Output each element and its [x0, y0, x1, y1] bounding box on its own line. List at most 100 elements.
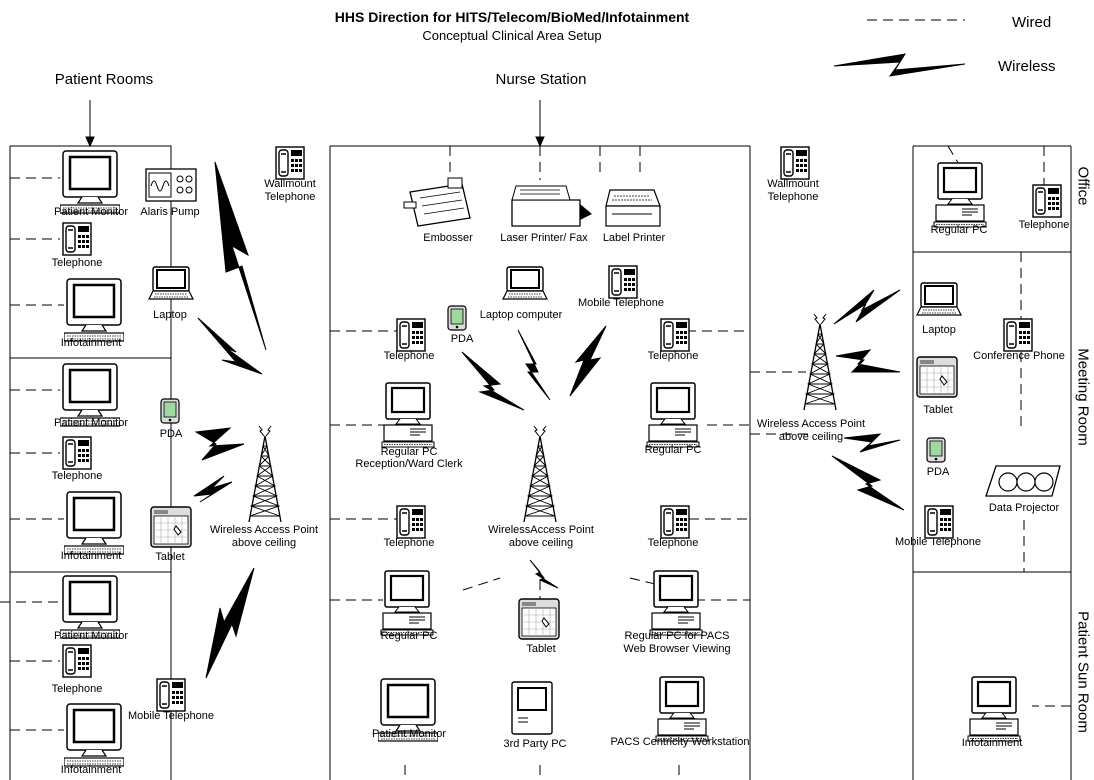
- device-label: Infotainment: [961, 737, 1023, 749]
- monitor-icon: [64, 491, 124, 555]
- device-label: Data Projector: [988, 502, 1060, 514]
- telephone-icon: [608, 265, 638, 299]
- area-boundaries: [9, 145, 1072, 780]
- device-label: Infotainment: [60, 550, 122, 562]
- device-label: Telephone: [264, 191, 316, 203]
- embosser-icon: [403, 177, 471, 227]
- telephone-icon: [156, 678, 186, 712]
- monitor-icon: [60, 575, 120, 639]
- label-printer-icon: [605, 189, 661, 227]
- device-label: Wallmount: [264, 178, 316, 190]
- area-label-nurse-station: Nurse Station: [495, 71, 587, 88]
- device-label: Infotainment: [60, 337, 122, 349]
- device-label: Tablet: [155, 551, 185, 563]
- device-label: Telephone: [647, 350, 699, 362]
- wireless-links: [193, 53, 966, 679]
- telephone-icon: [396, 505, 426, 539]
- area-label-patient-sun-room: Patient Sun Room: [1074, 611, 1092, 733]
- telephone-icon: [660, 505, 690, 539]
- laptop-icon: [916, 282, 962, 316]
- desktop-pc-icon: [645, 382, 701, 448]
- pda-icon: [926, 437, 946, 463]
- telephone-icon: [1003, 318, 1033, 352]
- monitor-icon: [60, 150, 120, 214]
- antenna-tower-icon: [523, 425, 557, 523]
- device-label: Regular PC: [930, 224, 988, 236]
- area-label-meeting-room: Meeting Room: [1074, 348, 1092, 446]
- telephone-icon: [62, 222, 92, 256]
- telephone-icon: [660, 318, 690, 352]
- device-label: Alaris Pump: [140, 206, 200, 218]
- desktop-pc-icon: [379, 570, 435, 636]
- device-label: Patient Monitor: [54, 630, 128, 642]
- device-label: Tablet: [526, 643, 556, 655]
- patient-rooms-boundary: [9, 145, 172, 780]
- device-label: WirelessAccess Point: [488, 524, 594, 536]
- antenna-tower-icon: [248, 425, 282, 523]
- pda-icon: [447, 305, 467, 331]
- telephone-icon: [396, 318, 426, 352]
- tablet-icon: [916, 356, 958, 398]
- device-label: Embosser: [423, 232, 473, 244]
- telephone-icon: [780, 146, 810, 180]
- area-label-patient-rooms: Patient Rooms: [54, 71, 154, 88]
- legend-wireless-label: Wireless: [998, 58, 1056, 75]
- left-corridor-devices: [145, 146, 305, 712]
- antenna-tower-icon: [803, 313, 837, 411]
- area-pointer-arrows: [85, 100, 545, 148]
- device-label: Telephone: [51, 470, 103, 482]
- device-label: above ceiling: [508, 537, 574, 549]
- desktop-pc-icon: [380, 382, 436, 448]
- legend-wired-label: Wired: [1012, 14, 1052, 31]
- telephone-icon: [62, 436, 92, 470]
- device-label: Regular PC: [644, 444, 702, 456]
- wired-connections: [0, 19, 1071, 780]
- device-label: Telephone: [51, 257, 103, 269]
- right-rooms-devices: [916, 162, 1062, 742]
- device-label: Telephone: [51, 683, 103, 695]
- device-label: Telephone: [767, 191, 819, 203]
- diagram-title: HHS Direction for HITS/Telecom/BioMed/In…: [334, 9, 690, 25]
- device-label: PDA: [926, 466, 950, 478]
- device-label: 3rd Party PC: [503, 738, 567, 750]
- device-label: above ceiling: [231, 537, 297, 549]
- infusion-pump-icon: [145, 168, 197, 202]
- desktop-pc-icon: [654, 676, 710, 742]
- desktop-pc-icon: [648, 570, 704, 636]
- device-label: Patient Monitor: [54, 417, 128, 429]
- pda-icon: [160, 398, 180, 424]
- patient-rooms-devices: [60, 150, 124, 767]
- device-label: Patient Monitor: [372, 728, 446, 740]
- telephone-icon: [62, 644, 92, 678]
- device-label: Regular PC for PACS: [624, 630, 730, 642]
- device-label: PACS Centricity Workstation: [610, 736, 750, 748]
- monitor-icon: [64, 703, 124, 767]
- telephone-icon: [275, 146, 305, 180]
- laptop-icon: [502, 266, 548, 300]
- third-party-pc-icon: [511, 681, 553, 735]
- desktop-pc-icon: [966, 676, 1022, 742]
- device-label: Telephone: [383, 350, 435, 362]
- device-label: Infotainment: [60, 764, 122, 776]
- nurse-station-devices: [378, 177, 710, 742]
- tablet-icon: [150, 506, 192, 548]
- device-label: above ceiling: [778, 431, 844, 443]
- device-label: Reception/Ward Clerk: [355, 458, 463, 470]
- device-label: Laptop: [922, 324, 956, 336]
- device-label: Wallmount: [767, 178, 819, 190]
- projector-icon: [985, 465, 1061, 497]
- device-label: Wireless Access Point: [209, 524, 319, 536]
- desktop-pc-icon: [932, 162, 988, 228]
- device-label: PDA: [450, 333, 474, 345]
- diagram-subtitle: Conceptual Clinical Area Setup: [422, 28, 602, 43]
- device-label: PDA: [159, 428, 183, 440]
- telephone-icon: [924, 505, 954, 539]
- laser-printer-icon: [511, 185, 592, 227]
- device-label: Wireless Access Point: [756, 418, 866, 430]
- device-label: Mobile Telephone: [577, 297, 665, 309]
- device-label: Telephone: [647, 537, 699, 549]
- device-label: Tablet: [923, 404, 953, 416]
- right-area-boundary: [912, 145, 1072, 780]
- device-label: Regular PC: [380, 446, 438, 458]
